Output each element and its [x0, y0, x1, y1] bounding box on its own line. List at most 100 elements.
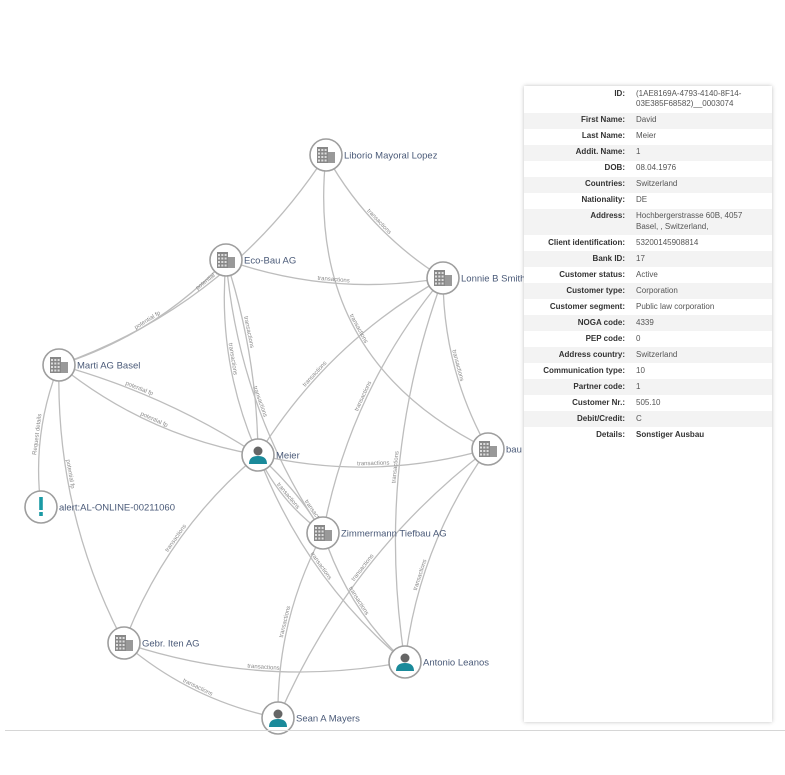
edge-label: transactions — [365, 208, 392, 236]
node-sean[interactable]: Sean A Mayers — [261, 701, 360, 735]
edge-gebr-sean[interactable] — [123, 642, 279, 719]
edge-marti-gebr[interactable] — [58, 364, 125, 644]
building-icon — [115, 635, 133, 651]
detail-row: Customer segment:Public law corporation — [524, 299, 772, 315]
detail-value: (1AE8169A-4793-4140-8F14-03E385F68582)__… — [636, 88, 742, 109]
detail-key: PEP code: — [585, 333, 625, 343]
edge-bau-sean[interactable] — [277, 448, 489, 719]
node-bau[interactable]: bau — [471, 432, 522, 466]
edge-label: potential fp — [139, 411, 169, 429]
detail-key: Addit. Name: — [575, 147, 625, 157]
node-label: Meier — [276, 451, 300, 462]
detail-value: 0 — [636, 333, 641, 343]
edge-ecobau-meier[interactable] — [223, 259, 259, 456]
details-panel: ID:(1AE8169A-4793-4140-8F14-03E385F68582… — [524, 86, 772, 722]
detail-row: Communication type:10 — [524, 363, 772, 379]
node-zimmermann[interactable]: Zimmermann Tiefbau AG — [306, 516, 447, 550]
edge-label: transactions — [302, 360, 328, 388]
edge-lonnie-meier[interactable] — [257, 277, 444, 456]
edge-lonnie-antonio[interactable] — [394, 277, 444, 663]
detail-key: First Name: — [580, 115, 625, 125]
edge-lonnie-zimmermann[interactable] — [322, 277, 444, 534]
detail-row: First Name: David — [524, 112, 772, 129]
edge-liborio-bau[interactable] — [323, 154, 489, 450]
detail-row: Nationality:DE — [524, 193, 772, 209]
edge-label: transactions — [275, 482, 300, 511]
detail-row: Customer type:Corporation — [524, 283, 772, 300]
edge-liborio-lonnie[interactable] — [325, 154, 444, 279]
edge-label: transactions — [351, 553, 376, 582]
node-label: Liborio Mayoral Lopez — [344, 151, 438, 162]
edge-marti-alert[interactable] — [37, 364, 60, 508]
node-label: bau — [506, 445, 522, 456]
alert-icon — [39, 497, 43, 516]
node-gebr[interactable]: Gebr. Iten AG — [107, 626, 200, 660]
node-alert[interactable]: alert:AL-ONLINE-00211060 — [24, 490, 175, 524]
detail-row: DOB:08.04.1976 — [524, 161, 772, 177]
node-label: Eco-Bau AG — [244, 256, 296, 267]
node-antonio[interactable]: Antonio Leanos — [388, 645, 489, 679]
node-lonnie[interactable]: Lonnie B Smith — [426, 261, 525, 295]
edge-zimmermann-sean[interactable] — [277, 532, 324, 719]
edge-ecobau-lonnie[interactable] — [225, 259, 444, 286]
edge-meier-antonio[interactable] — [257, 454, 406, 663]
detail-value: David — [636, 115, 657, 125]
edge-label: transactions — [317, 276, 350, 285]
node-ecobau[interactable]: Eco-Bau AG — [209, 243, 296, 277]
edge-marti-meier[interactable] — [58, 364, 259, 456]
detail-row: Details:Sonstiger Ausbau — [524, 427, 772, 443]
edge-marti-ecobau[interactable] — [58, 259, 227, 366]
detail-value: Hochbergerstrasse 60B, 4057 Basel, , Swi… — [636, 211, 743, 232]
detail-value: 08.04.1976 — [636, 163, 677, 173]
detail-key: NOGA code: — [577, 317, 625, 327]
edges-layer — [37, 154, 489, 719]
detail-row: Addit. Name:1 — [524, 144, 772, 161]
node-label: Antonio Leanos — [423, 658, 489, 669]
node-label: Marti AG Basel — [77, 361, 140, 372]
edge-lonnie-bau[interactable] — [442, 277, 489, 450]
detail-key: Details: — [596, 429, 625, 439]
detail-row: Address country:Switzerland — [524, 347, 772, 364]
building-icon — [217, 252, 235, 268]
person-icon — [249, 446, 267, 464]
detail-key: Customer status: — [559, 270, 625, 280]
detail-row: Customer Nr.:505.10 — [524, 395, 772, 411]
edge-gebr-antonio[interactable] — [123, 642, 406, 673]
edge-label: transactions — [450, 349, 464, 382]
edge-label: transactions — [347, 586, 369, 617]
detail-key: Customer type: — [566, 286, 625, 296]
node-meier[interactable]: Meier — [241, 438, 300, 472]
edge-ecobau-zimmermann[interactable] — [225, 259, 324, 534]
edge-ecobau-meier[interactable] — [225, 259, 259, 456]
edge-marti-liborio[interactable] — [58, 154, 327, 366]
edge-label: potential fp — [134, 310, 163, 331]
detail-value: C — [636, 413, 642, 423]
building-icon — [314, 525, 332, 541]
edge-bau-antonio[interactable] — [404, 448, 489, 663]
edge-label: transactions — [242, 316, 254, 349]
building-icon — [50, 357, 68, 373]
edge-label: transactions — [309, 551, 333, 581]
detail-key: Address country: — [558, 349, 625, 359]
edge-zimmermann-antonio[interactable] — [322, 532, 406, 663]
edge-label: transactions — [279, 605, 292, 638]
edge-marti-meier[interactable] — [58, 364, 259, 456]
detail-value: 10 — [636, 365, 645, 375]
detail-key: Address: — [590, 211, 625, 221]
edge-meier-bau[interactable] — [257, 448, 489, 468]
detail-value: Active — [636, 270, 658, 280]
detail-key: Partner code: — [573, 381, 625, 391]
detail-key: Nationality: — [581, 195, 625, 205]
detail-row: Bank ID:17 — [524, 251, 772, 268]
building-icon — [479, 441, 497, 457]
person-icon — [396, 653, 414, 671]
edge-meier-gebr[interactable] — [123, 454, 259, 644]
detail-row: Customer status: Active — [524, 267, 772, 283]
edge-label: transactions — [357, 461, 390, 468]
node-liborio[interactable]: Liborio Mayoral Lopez — [309, 138, 438, 172]
edge-label: transactions — [165, 524, 189, 554]
detail-value: Switzerland — [636, 179, 678, 189]
node-marti[interactable]: Marti AG Basel — [42, 348, 140, 382]
